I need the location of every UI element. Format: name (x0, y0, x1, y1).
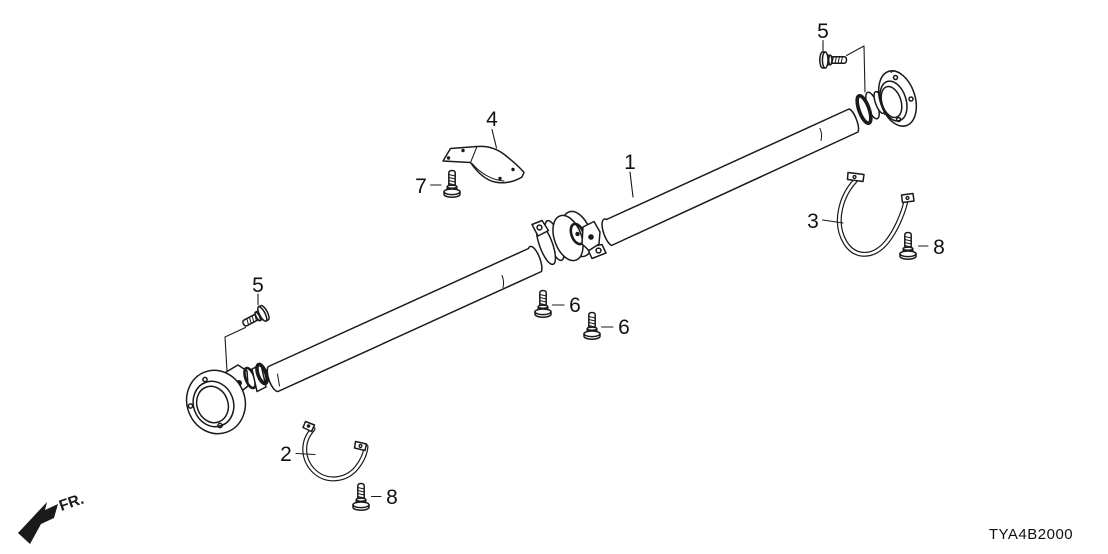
bolt-6-upper (534, 289, 552, 318)
front-mount-strap (302, 420, 369, 482)
callout-7[interactable]: 7 (415, 175, 427, 198)
rear-flange (877, 70, 918, 127)
fr-arrow-icon (18, 502, 58, 544)
fr-label: FR. (57, 491, 86, 515)
bolt-8-front (352, 482, 370, 511)
damper-plate (442, 145, 525, 184)
rear-mount-strap (836, 171, 915, 257)
callout-6-lower[interactable]: 6 (618, 316, 630, 339)
callout-4[interactable]: 4 (486, 108, 498, 131)
callout-1[interactable]: 1 (624, 151, 636, 174)
callout-3[interactable]: 3 (807, 210, 819, 233)
bolt-5-front (238, 303, 272, 332)
callout-5-rear[interactable]: 5 (817, 20, 829, 43)
bolt-8-rear (899, 231, 917, 260)
bolt-6-lower (583, 311, 601, 340)
callout-5-front[interactable]: 5 (252, 274, 264, 297)
propeller-shaft-assembly (185, 70, 918, 435)
callout-2[interactable]: 2 (280, 443, 292, 466)
callout-8-front[interactable]: 8 (386, 486, 398, 509)
bracket-ear-left (531, 219, 550, 237)
front-flange (185, 369, 247, 435)
callout-6-upper[interactable]: 6 (569, 294, 581, 317)
diagram-code: TYA4B2000 (989, 526, 1073, 543)
bolt-7 (443, 169, 461, 198)
rear-shaft-tube (601, 108, 860, 247)
leader-lines (224, 39, 929, 498)
callout-8-rear[interactable]: 8 (933, 236, 945, 259)
front-shaft-tube (266, 245, 543, 393)
front-direction-indicator: FR. (18, 491, 86, 544)
bolt-5-rear (819, 51, 848, 69)
center-bearing-support (531, 210, 607, 266)
